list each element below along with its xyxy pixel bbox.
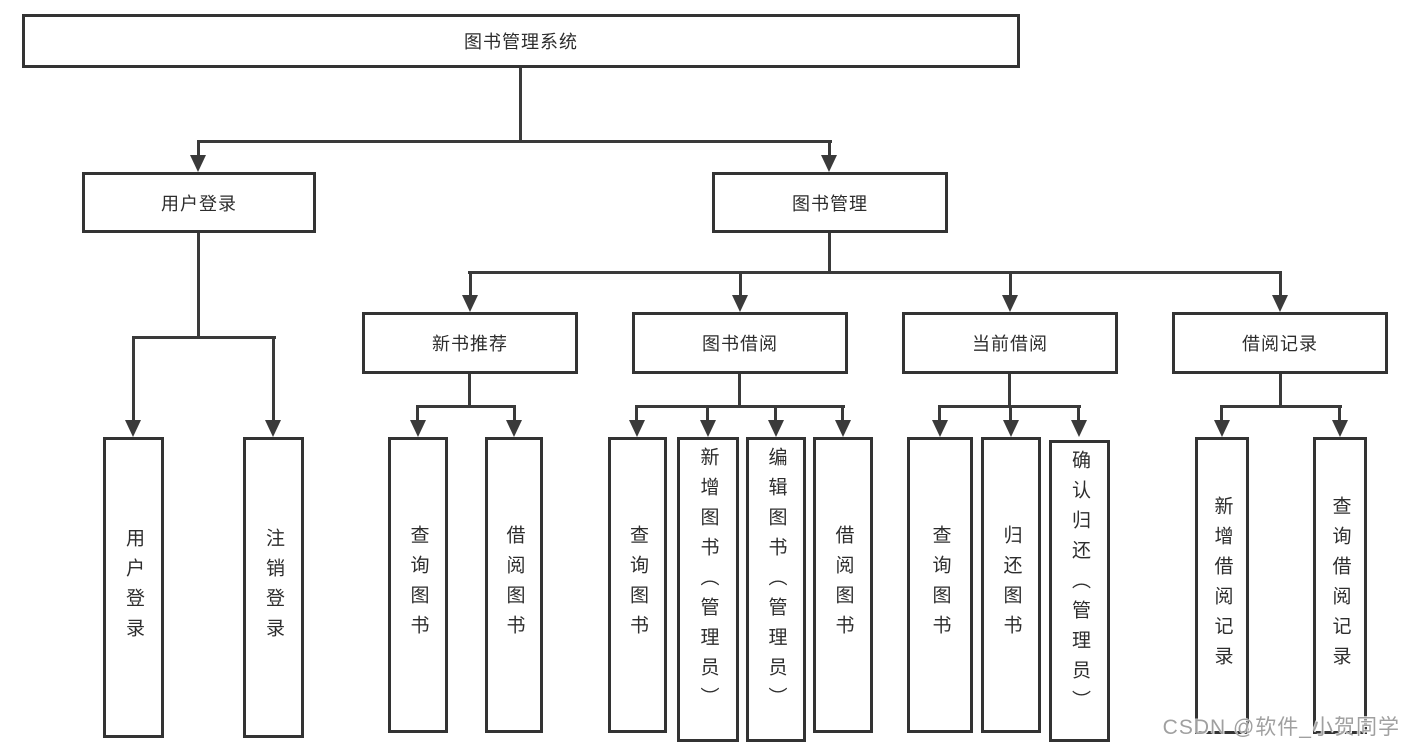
connector-line xyxy=(197,142,200,156)
watermark: CSDN @软件_小贺同学 xyxy=(1162,716,1400,739)
arrow-down-icon xyxy=(932,420,948,437)
leaf-confirm-return-admin: 确认归还（管理员） xyxy=(1049,440,1110,742)
connector-line xyxy=(197,140,832,143)
leaf-edit-book-admin: 编辑图书（管理员） xyxy=(746,437,806,742)
connector-line xyxy=(1077,407,1080,420)
connector-line xyxy=(1008,374,1011,407)
leaf-borrow-book-1: 借阅图书 xyxy=(485,437,543,733)
arrow-down-icon xyxy=(732,295,748,312)
leaf-return-book: 归还图书 xyxy=(981,437,1041,733)
connector-line xyxy=(416,405,516,408)
node-root: 图书管理系统 xyxy=(22,14,1020,68)
connector-line xyxy=(416,407,419,420)
connector-line xyxy=(468,374,471,407)
connector-line xyxy=(1279,374,1282,407)
arrow-down-icon xyxy=(462,295,478,312)
leaf-logout: 注销登录 xyxy=(243,437,304,738)
arrow-down-icon xyxy=(700,420,716,437)
arrow-down-icon xyxy=(410,420,426,437)
node-borrow-records: 借阅记录 xyxy=(1172,312,1388,374)
connector-line xyxy=(197,233,200,338)
arrow-down-icon xyxy=(821,155,837,172)
connector-line xyxy=(635,407,638,420)
connector-line xyxy=(1279,273,1282,295)
connector-line xyxy=(513,407,516,420)
connector-line xyxy=(828,142,831,156)
connector-line xyxy=(828,233,831,273)
connector-line xyxy=(469,273,472,295)
connector-line xyxy=(519,68,522,142)
connector-line xyxy=(938,405,1081,408)
leaf-query-book-2: 查询图书 xyxy=(608,437,667,733)
arrow-down-icon xyxy=(265,420,281,437)
connector-line xyxy=(132,338,135,421)
connector-line xyxy=(1338,407,1341,420)
arrow-down-icon xyxy=(506,420,522,437)
connector-line xyxy=(132,336,276,339)
leaf-add-book-admin: 新增图书（管理员） xyxy=(677,437,739,742)
node-user-login: 用户登录 xyxy=(82,172,316,233)
leaf-add-borrow-record: 新增借阅记录 xyxy=(1195,437,1249,734)
leaf-query-borrow-record: 查询借阅记录 xyxy=(1313,437,1367,734)
arrow-down-icon xyxy=(1071,420,1087,437)
connector-line xyxy=(738,374,741,407)
arrow-down-icon xyxy=(1272,295,1288,312)
connector-line xyxy=(1009,407,1012,420)
node-current-borrow: 当前借阅 xyxy=(902,312,1118,374)
connector-line xyxy=(739,273,742,295)
leaf-query-book-1: 查询图书 xyxy=(388,437,448,733)
connector-line xyxy=(635,405,845,408)
arrow-down-icon xyxy=(768,420,784,437)
node-new-book-recommend: 新书推荐 xyxy=(362,312,578,374)
connector-line xyxy=(1009,273,1012,295)
connector-line xyxy=(1220,405,1342,408)
leaf-user-login: 用户登录 xyxy=(103,437,164,738)
connector-line xyxy=(706,407,709,420)
connector-line xyxy=(774,407,777,420)
arrow-down-icon xyxy=(1332,420,1348,437)
connector-line xyxy=(841,407,844,420)
arrow-down-icon xyxy=(1002,295,1018,312)
arrow-down-icon xyxy=(1003,420,1019,437)
connector-line xyxy=(938,407,941,420)
arrow-down-icon xyxy=(835,420,851,437)
arrow-down-icon xyxy=(629,420,645,437)
arrow-down-icon xyxy=(190,155,206,172)
connector-line xyxy=(1220,407,1223,420)
arrow-down-icon xyxy=(125,420,141,437)
node-book-management: 图书管理 xyxy=(712,172,948,233)
arrow-down-icon xyxy=(1214,420,1230,437)
connector-line xyxy=(468,271,1282,274)
leaf-borrow-book-2: 借阅图书 xyxy=(813,437,873,733)
connector-line xyxy=(272,338,275,421)
leaf-query-book-3: 查询图书 xyxy=(907,437,973,733)
node-book-borrow: 图书借阅 xyxy=(632,312,848,374)
